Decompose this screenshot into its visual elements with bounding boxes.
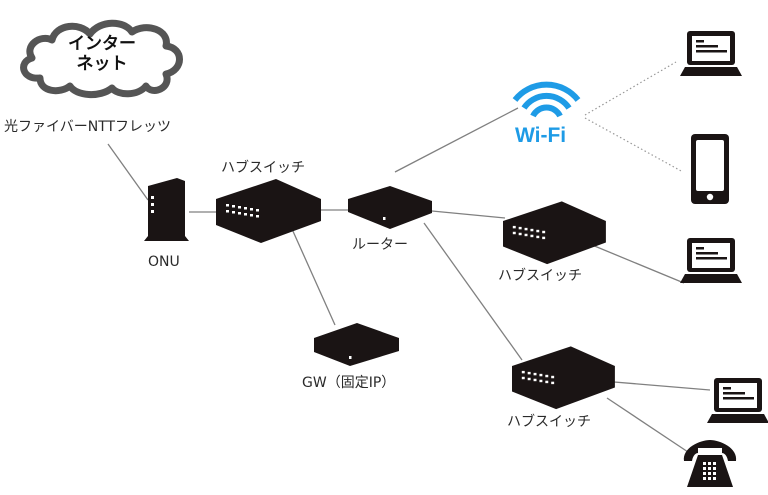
link-router-hub2 — [431, 210, 506, 219]
link-fiber-onu — [107, 143, 149, 201]
hub2-label: ハブスイッチ — [498, 268, 582, 284]
connections — [107, 61, 711, 453]
link-hub3-laptop — [601, 380, 711, 391]
laptop-icon — [680, 31, 742, 76]
cloud-icon — [20, 19, 183, 98]
wifi-label: Wi-Fi — [515, 124, 567, 147]
link-hub2-laptop — [579, 239, 685, 284]
link-router-hub3 — [423, 222, 523, 361]
internet-label-line1: インター — [68, 34, 136, 54]
link-hub1-gw — [291, 228, 336, 326]
router-label: ルーター — [352, 237, 408, 253]
gw-label: GW（固定IP） — [302, 375, 396, 391]
onu-label: ONU — [148, 254, 180, 270]
telephone-icon — [683, 440, 737, 487]
internet-label-line2: ネット — [76, 54, 128, 74]
link-hub3-telephone — [606, 397, 689, 453]
fiber-label: 光ファイバーNTTフレッツ — [4, 119, 172, 135]
hub-switch-icon — [216, 179, 321, 243]
hub-switch-icon — [503, 201, 606, 265]
link-router-wifi — [394, 107, 519, 173]
laptop-icon — [680, 238, 742, 283]
laptop-icon — [707, 378, 768, 423]
smartphone-icon — [691, 134, 729, 204]
hub-switch-icon — [512, 346, 615, 410]
link-wifi-phone — [584, 117, 684, 173]
hub3-label: ハブスイッチ — [507, 414, 591, 430]
internet-label: インター ネット — [54, 34, 150, 74]
router-icon — [348, 186, 432, 229]
link-wifi-laptop — [584, 61, 677, 116]
hub1-label: ハブスイッチ — [221, 160, 305, 176]
gateway-icon — [314, 323, 399, 366]
wifi-icon — [512, 81, 581, 118]
onu-icon — [144, 178, 189, 241]
